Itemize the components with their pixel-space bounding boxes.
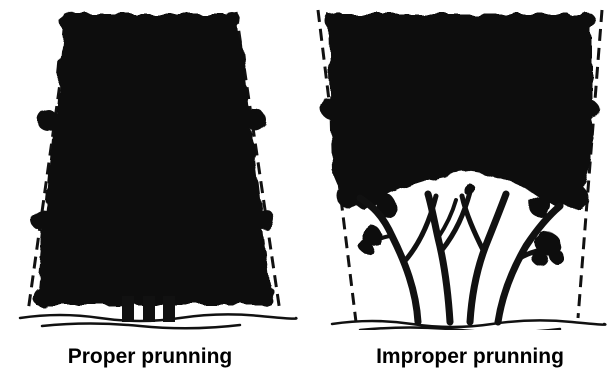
right-ground-line [330, 319, 607, 330]
left-guide-line-right [234, 11, 282, 313]
proper-canopy [31, 12, 276, 306]
improper-pruning-panel [316, 9, 607, 330]
improper-canopy [322, 12, 599, 217]
improper-pruning-caption: Improper prunning [376, 345, 564, 368]
improper-leaf-clusters [359, 184, 563, 266]
proper-pruning-panel [18, 11, 298, 330]
pruning-comparison-diagram [18, 9, 607, 330]
left-guide-line-left [26, 11, 72, 313]
proper-trunks [122, 296, 175, 322]
left-ground-line [18, 313, 298, 330]
proper-pruning-caption: Proper prunning [67, 345, 233, 368]
improper-branches [356, 189, 564, 326]
